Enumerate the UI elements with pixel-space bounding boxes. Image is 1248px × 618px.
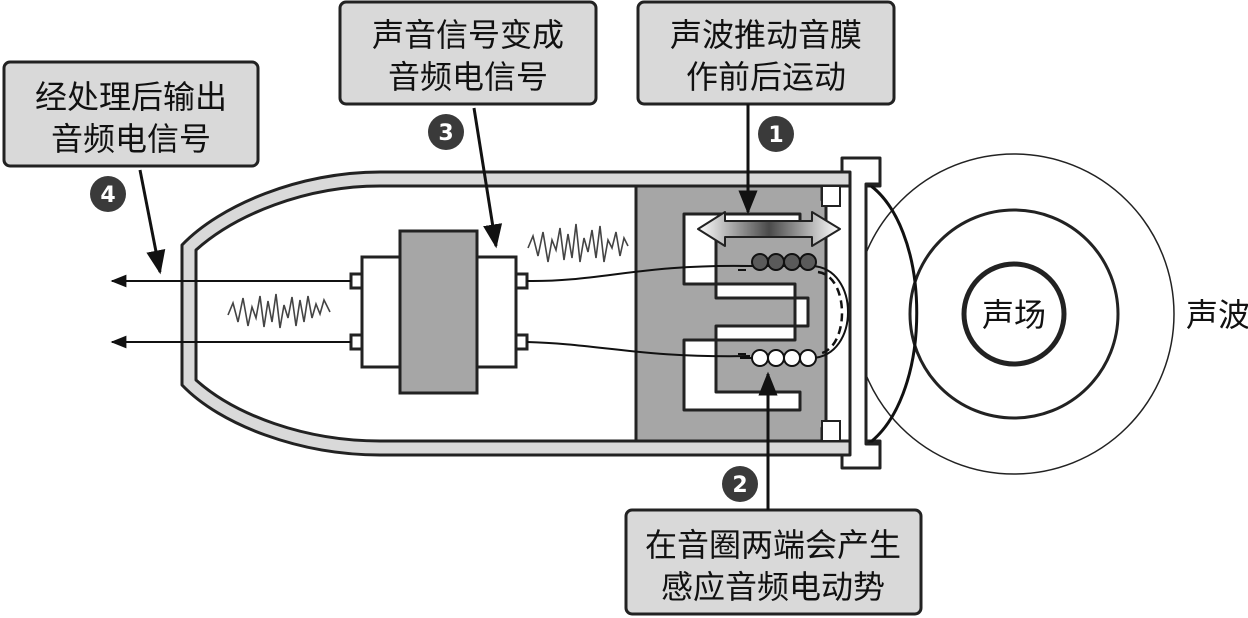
number-badge-3 (428, 114, 464, 150)
coil-winding (783, 253, 801, 271)
diaphragm (840, 156, 919, 470)
diaphragm-frame (840, 156, 882, 470)
number-badge-3-label: 3 (438, 121, 453, 146)
waveform-input (527, 223, 629, 263)
housing-outer (180, 170, 882, 457)
coil-former-dashed (817, 270, 844, 356)
callout-box-4 (2, 60, 260, 168)
terminal (514, 333, 529, 351)
number-badge-2 (722, 466, 758, 502)
terminal (514, 272, 529, 290)
coil-wire-bottom (526, 341, 751, 358)
sound-wave-label: 声波 (1186, 296, 1248, 334)
magnet-cap-top (821, 185, 841, 207)
callout-4-line1: 经处理后输出 (35, 78, 227, 116)
callout-2-line1: 在音圈两端会产生 (645, 526, 901, 564)
callout-1: 声波推动音膜 作前后运动 1 (636, 0, 896, 215)
terminal (349, 333, 364, 351)
callout-4: 经处理后输出 音频电信号 4 (2, 60, 260, 275)
voice-coil (738, 253, 849, 367)
coil-windings-bottom (751, 349, 817, 367)
transformer-core (398, 229, 479, 395)
callout-3: 声音信号变成 音频电信号 3 (338, 0, 598, 249)
number-badge-4-label: 4 (100, 183, 115, 208)
callout-3-pointer (472, 107, 503, 249)
callout-3-line1: 声音信号变成 (372, 16, 564, 54)
coil-winding (751, 349, 769, 367)
callout-box-2 (624, 508, 923, 616)
signal-waveforms (227, 223, 629, 329)
transformer-left-plate (360, 255, 404, 369)
microphone-housing (180, 170, 882, 457)
transformer-right-plate (474, 255, 518, 369)
coil-winding (799, 349, 817, 367)
sound-wave-circles (853, 153, 1175, 475)
magnet-cap-bottom (821, 420, 841, 442)
coil-former (740, 265, 849, 359)
number-badge-2-label: 2 (732, 473, 747, 498)
coil-winding (783, 349, 801, 367)
output-wires (110, 274, 351, 349)
terminal (349, 272, 364, 290)
motion-double-arrow (697, 211, 841, 247)
diaphragm-membrane (861, 178, 919, 450)
coil-wires (526, 264, 751, 358)
number-badge-1 (758, 116, 794, 152)
coil-winding (767, 253, 785, 271)
number-badge-1-label: 1 (768, 123, 783, 148)
sound-field-label: 声场 (982, 296, 1046, 334)
callout-1-line1: 声波推动音膜 (670, 16, 862, 54)
coil-winding (767, 349, 785, 367)
number-badge-4 (90, 176, 126, 212)
coil-windings-top (751, 253, 817, 271)
callout-4-pointer (138, 169, 166, 275)
callout-box-1 (636, 0, 896, 106)
coil-winding (751, 253, 769, 271)
sound-field-circle (961, 261, 1067, 367)
callout-4-line2: 音频电信号 (51, 120, 211, 158)
callout-3-line2: 音频电信号 (388, 58, 548, 96)
magnet-assembly (634, 184, 841, 443)
wave-circle-middle (908, 208, 1120, 420)
callout-1-line2: 作前后运动 (686, 58, 846, 96)
coil-winding (799, 253, 817, 271)
transformer (349, 229, 529, 395)
coil-wire-top (526, 264, 751, 283)
callout-2: 在音圈两端会产生 感应音频电动势 2 (624, 371, 923, 616)
callout-2-line2: 感应音频电动势 (661, 568, 885, 606)
callout-box-3 (338, 0, 598, 106)
waveform-output (227, 293, 331, 329)
